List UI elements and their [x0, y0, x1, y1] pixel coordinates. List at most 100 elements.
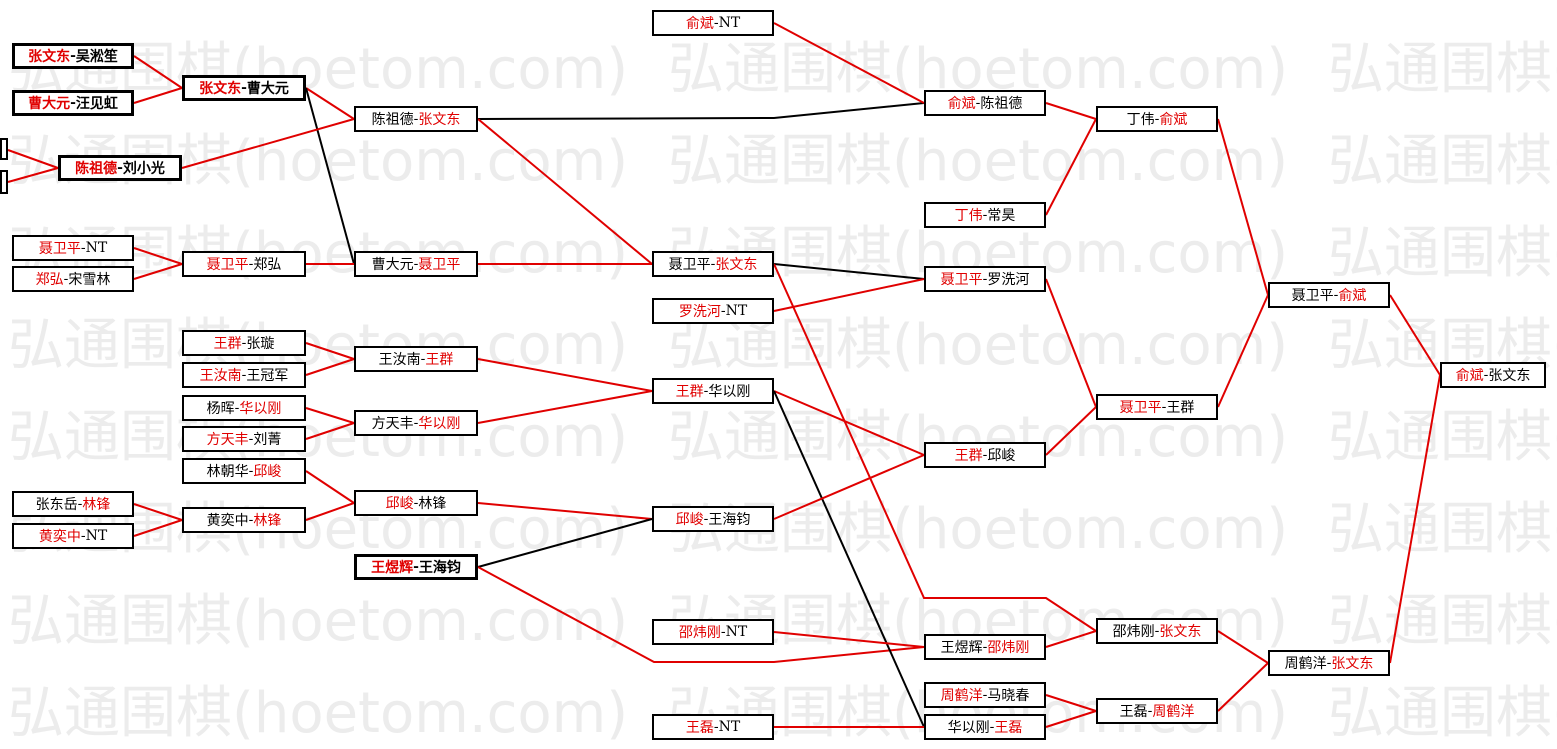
- match-r3f[interactable]: 王煜辉-王海钧: [354, 554, 478, 580]
- match-r1d[interactable]: 郑弘-宋雪林: [12, 266, 134, 292]
- connector-win: [1217, 662, 1269, 712]
- player-a: 王群: [954, 448, 983, 464]
- match-r3e[interactable]: 邱峻-林锋: [354, 490, 478, 516]
- separator: -: [975, 95, 981, 111]
- player-a: 黄奕中: [206, 513, 249, 529]
- match-r2i[interactable]: 黄奕中-林锋: [182, 507, 306, 533]
- separator: -: [63, 271, 69, 287]
- separator: -: [241, 335, 247, 351]
- connector-win: [1389, 374, 1441, 664]
- player-a: 邱峻: [675, 512, 704, 528]
- player-b: 张文东: [1488, 368, 1531, 384]
- separator: -: [1154, 111, 1160, 127]
- player-a: 王群: [213, 336, 242, 352]
- connector-win: [305, 87, 355, 120]
- match-r2f[interactable]: 杨晖-华以刚: [182, 395, 306, 421]
- match-r1b[interactable]: 曹大元-汪见虹: [12, 90, 134, 116]
- player-a: 丁伟: [1126, 112, 1155, 128]
- match-r5g[interactable]: 华以刚-王磊: [924, 714, 1046, 740]
- player-b: 邱峻: [987, 448, 1016, 464]
- match-r4c[interactable]: 罗洗河-NT: [652, 298, 774, 324]
- connector-win: [1045, 406, 1097, 456]
- match-r1c[interactable]: 聂卫平-NT: [12, 235, 134, 261]
- match-r4d[interactable]: 王群-华以刚: [652, 378, 774, 404]
- match-r4b[interactable]: 聂卫平-张文东: [652, 251, 774, 277]
- player-b: 林锋: [253, 513, 282, 529]
- match-r4a[interactable]: 俞斌-NT: [652, 10, 774, 36]
- player-b: 常昊: [987, 208, 1016, 224]
- match-r5f[interactable]: 周鹤洋-马晓春: [924, 682, 1046, 708]
- connector-win: [7, 149, 59, 169]
- separator: -: [248, 512, 254, 528]
- match-r6d[interactable]: 王磊-周鹤洋: [1096, 698, 1218, 724]
- match-final[interactable]: 俞斌-张文东: [1440, 362, 1546, 388]
- match-r5e[interactable]: 王煜辉-邵炜刚: [924, 634, 1046, 660]
- player-a: 聂卫平: [206, 257, 249, 273]
- connector-win: [773, 631, 925, 648]
- player-a: 郑弘: [35, 272, 64, 288]
- player-a: 邵炜刚: [678, 625, 721, 641]
- player-b: 王磊: [994, 720, 1023, 736]
- connector-win: [773, 278, 925, 312]
- separator: -: [989, 719, 995, 735]
- match-r6b[interactable]: 聂卫平-王群: [1096, 394, 1218, 420]
- match-r2d[interactable]: 王群-张璇: [182, 330, 306, 356]
- player-a: 俞斌: [685, 16, 714, 32]
- match-r6a[interactable]: 丁伟-俞斌: [1096, 106, 1218, 132]
- connector-win: [1217, 118, 1269, 296]
- player-a: 周鹤洋: [940, 688, 983, 704]
- player-a: 张东岳: [35, 497, 78, 513]
- separator: -: [982, 447, 988, 463]
- connector-win: [133, 55, 183, 89]
- player-b: NT: [718, 719, 741, 735]
- match-r4e[interactable]: 邱峻-王海钧: [652, 506, 774, 532]
- match-r7b[interactable]: 周鹤洋-张文东: [1268, 650, 1390, 676]
- player-a: 聂卫平: [668, 257, 711, 273]
- match-r2a[interactable]: 张文东-曹大元: [182, 75, 306, 101]
- match-r1f[interactable]: 黄奕中-NT: [12, 523, 134, 549]
- player-a: 王汝南: [378, 352, 421, 368]
- player-b: 汪见虹: [75, 96, 118, 112]
- separator: -: [1326, 655, 1332, 671]
- match-r2g[interactable]: 方天丰-刘菁: [182, 426, 306, 452]
- connector-win: [773, 263, 1097, 632]
- connector-win: [773, 22, 925, 104]
- match-r2h[interactable]: 林朝华-邱峻: [182, 458, 306, 484]
- match-r5a[interactable]: 俞斌-陈祖德: [924, 90, 1046, 116]
- connector-win: [305, 407, 355, 424]
- connector-win: [477, 358, 653, 392]
- player-b: 刘菁: [253, 432, 282, 448]
- player-b: 聂卫平: [418, 257, 461, 273]
- match-r2c[interactable]: 聂卫平-郑弘: [182, 251, 306, 277]
- match-r4f[interactable]: 邵炜刚-NT: [652, 619, 774, 645]
- match-r3c[interactable]: 王汝南-王群: [354, 346, 478, 372]
- match-r3b[interactable]: 曹大元-聂卫平: [354, 251, 478, 277]
- match-r2e[interactable]: 王汝南-王冠军: [182, 362, 306, 388]
- match-r3d[interactable]: 方天丰-华以刚: [354, 410, 478, 436]
- match-r5c[interactable]: 聂卫平-罗洗河: [924, 266, 1046, 292]
- separator: -: [70, 48, 76, 64]
- match-r2b[interactable]: 陈祖德-刘小光: [58, 155, 182, 181]
- match-r7a[interactable]: 聂卫平-俞斌: [1268, 282, 1390, 308]
- connector-win: [181, 118, 355, 169]
- separator: -: [80, 528, 86, 544]
- player-b: 张文东: [1331, 656, 1374, 672]
- connector-win: [133, 519, 183, 537]
- match-r1e[interactable]: 张东岳-林锋: [12, 491, 134, 517]
- player-b: 林锋: [418, 496, 447, 512]
- match-r3a[interactable]: 陈祖德-张文东: [354, 106, 478, 132]
- match-r5b[interactable]: 丁伟-常昊: [924, 202, 1046, 228]
- separator: -: [713, 719, 719, 735]
- player-a: 邵炜刚: [1112, 624, 1155, 640]
- player-a: 王煜辉: [940, 640, 983, 656]
- connector-win: [305, 358, 355, 376]
- match-r5d[interactable]: 王群-邱峻: [924, 442, 1046, 468]
- match-r4g[interactable]: 王磊-NT: [652, 714, 774, 740]
- connector-win: [1217, 630, 1269, 664]
- player-a: 周鹤洋: [1284, 656, 1327, 672]
- player-b: 马晓春: [987, 688, 1030, 704]
- player-b: NT: [85, 240, 108, 256]
- player-b: 吴淞笙: [75, 49, 118, 65]
- match-r6c[interactable]: 邵炜刚-张文东: [1096, 618, 1218, 644]
- match-r1a[interactable]: 张文东-吴淞笙: [12, 43, 134, 69]
